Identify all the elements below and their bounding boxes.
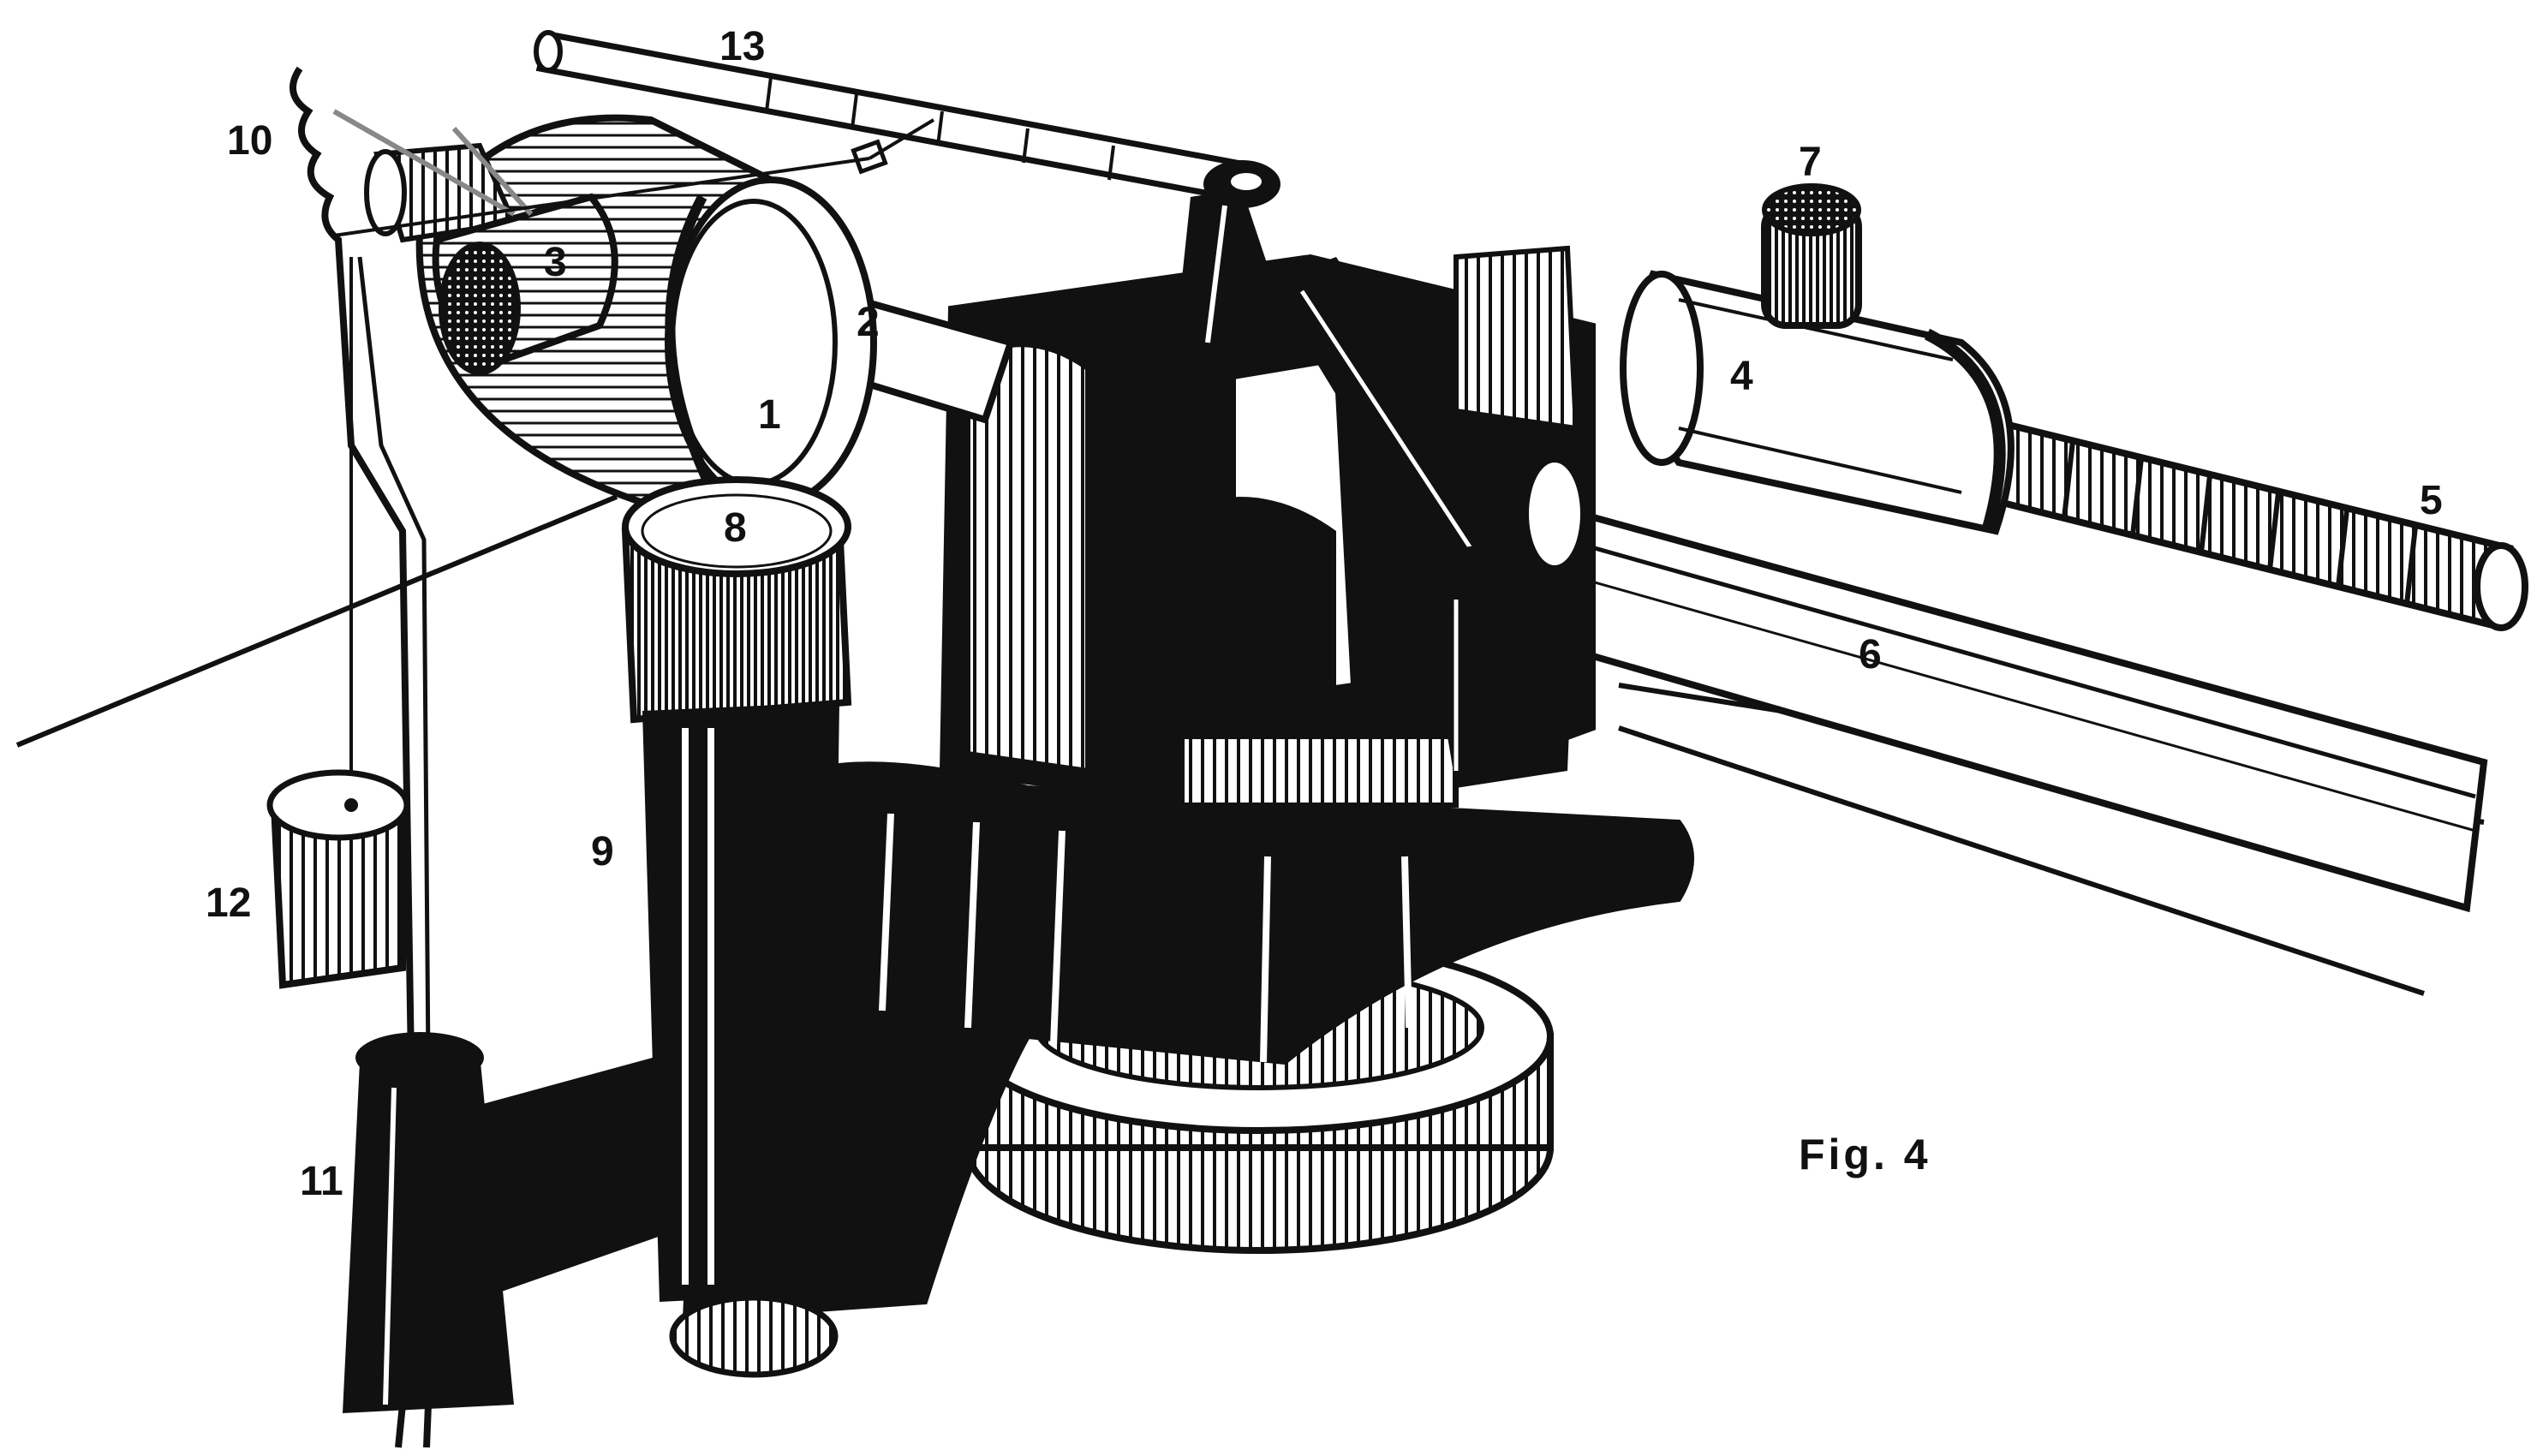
callout-5: 5 (2420, 478, 2443, 523)
callout-7: 7 (1799, 140, 1822, 185)
callout-4: 4 (1730, 354, 1753, 399)
locking-screw-7 (1761, 183, 1862, 329)
cue-lever-10 (290, 66, 431, 1063)
anti-skate-weight-3 (432, 193, 618, 375)
callout-2: 2 (857, 300, 880, 345)
callout-1: 1 (758, 392, 781, 438)
callout-3: 3 (544, 240, 567, 285)
pillar-9 (642, 702, 839, 1378)
lift-weight-12 (266, 769, 410, 989)
pointer-arrows (332, 109, 534, 217)
bias-thread (333, 118, 935, 237)
callout-labels: 1 2 3 4 5 6 7 8 9 10 11 12 13 (206, 24, 2443, 1204)
counterweight-4 (1620, 270, 2015, 535)
bridge (480, 1053, 668, 1293)
callout-6: 6 (1859, 632, 1882, 677)
pivot-housing (939, 245, 1596, 826)
pivot-post (1173, 160, 1293, 360)
callout-11: 11 (300, 1159, 343, 1204)
figure-caption: Fig. 4 (1799, 1131, 1931, 1179)
brace (1268, 257, 1525, 591)
bearing-ring (1495, 437, 1589, 591)
callout-13: 13 (719, 24, 765, 69)
callout-12: 12 (206, 880, 251, 926)
callout-8: 8 (724, 505, 747, 551)
height-knob-8 (621, 476, 852, 724)
callout-10: 10 (227, 118, 272, 164)
lever-handle-11 (343, 1032, 514, 1448)
callout-9: 9 (591, 829, 614, 874)
